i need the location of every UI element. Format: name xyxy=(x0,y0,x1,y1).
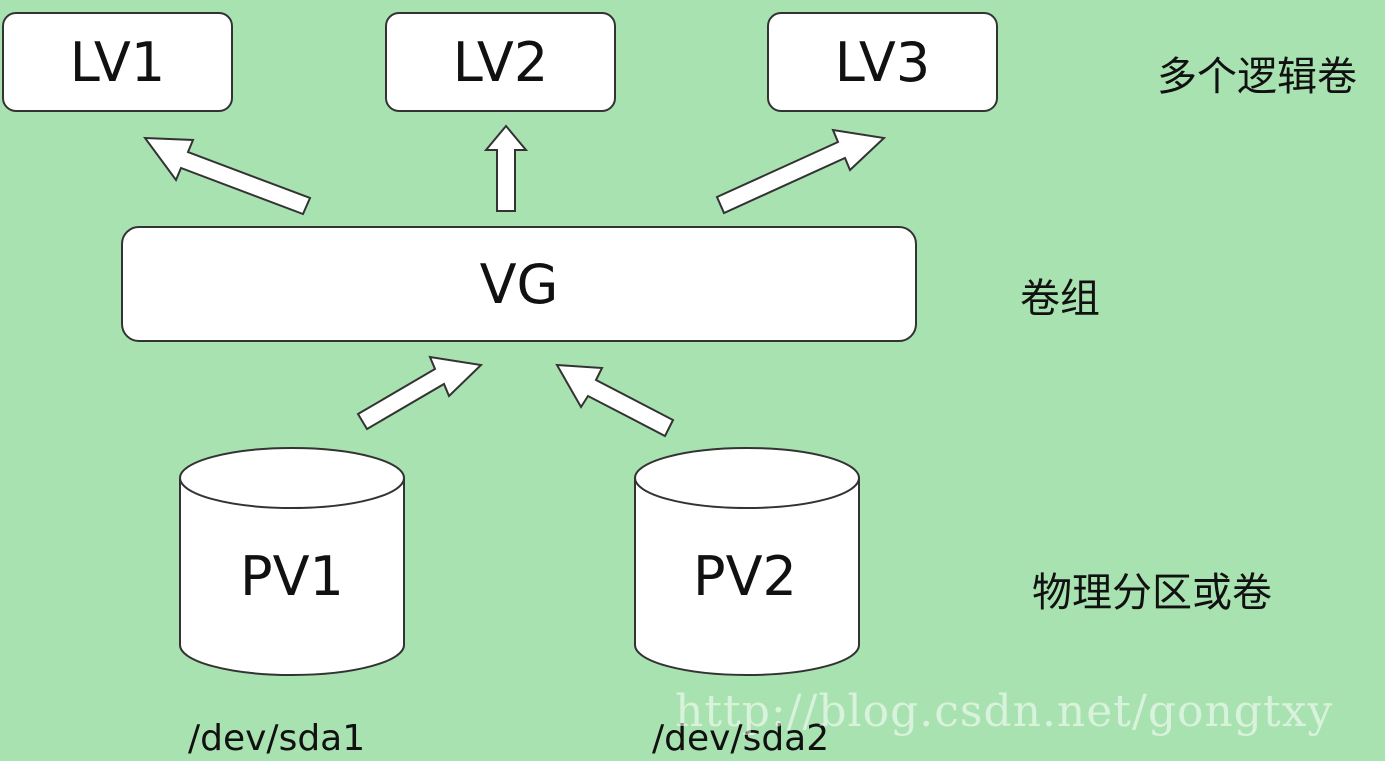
arrow-vg-to-lv1 xyxy=(142,136,312,216)
pv1-cylinder xyxy=(179,447,405,676)
lv2-label: LV2 xyxy=(452,30,549,94)
pv1-device-label: /dev/sda1 xyxy=(188,718,366,759)
pv2-device-label: /dev/sda2 xyxy=(652,718,830,759)
logical-volumes-caption: 多个逻辑卷 xyxy=(1157,54,1357,100)
lv1-label: LV1 xyxy=(69,30,166,94)
lv3-box: LV3 xyxy=(767,12,998,112)
pv1-label: PV1 xyxy=(240,545,344,608)
lv3-label: LV3 xyxy=(834,30,931,94)
arrow-pv1-to-vg xyxy=(356,355,484,431)
arrow-vg-to-lv3 xyxy=(715,128,887,215)
pv2-cylinder xyxy=(634,447,860,676)
arrow-pv2-to-vg xyxy=(555,363,675,438)
vg-label: VG xyxy=(479,252,559,316)
lv1-box: LV1 xyxy=(2,12,233,112)
volume-group-caption: 卷组 xyxy=(1020,276,1100,322)
vg-box: VG xyxy=(121,226,917,342)
arrow-vg-to-lv2 xyxy=(483,124,529,212)
physical-caption: 物理分区或卷 xyxy=(1032,570,1272,616)
watermark: http://blog.csdn.net/gongtxy xyxy=(675,686,1334,737)
lv2-box: LV2 xyxy=(385,12,616,112)
pv2-label: PV2 xyxy=(693,545,797,608)
